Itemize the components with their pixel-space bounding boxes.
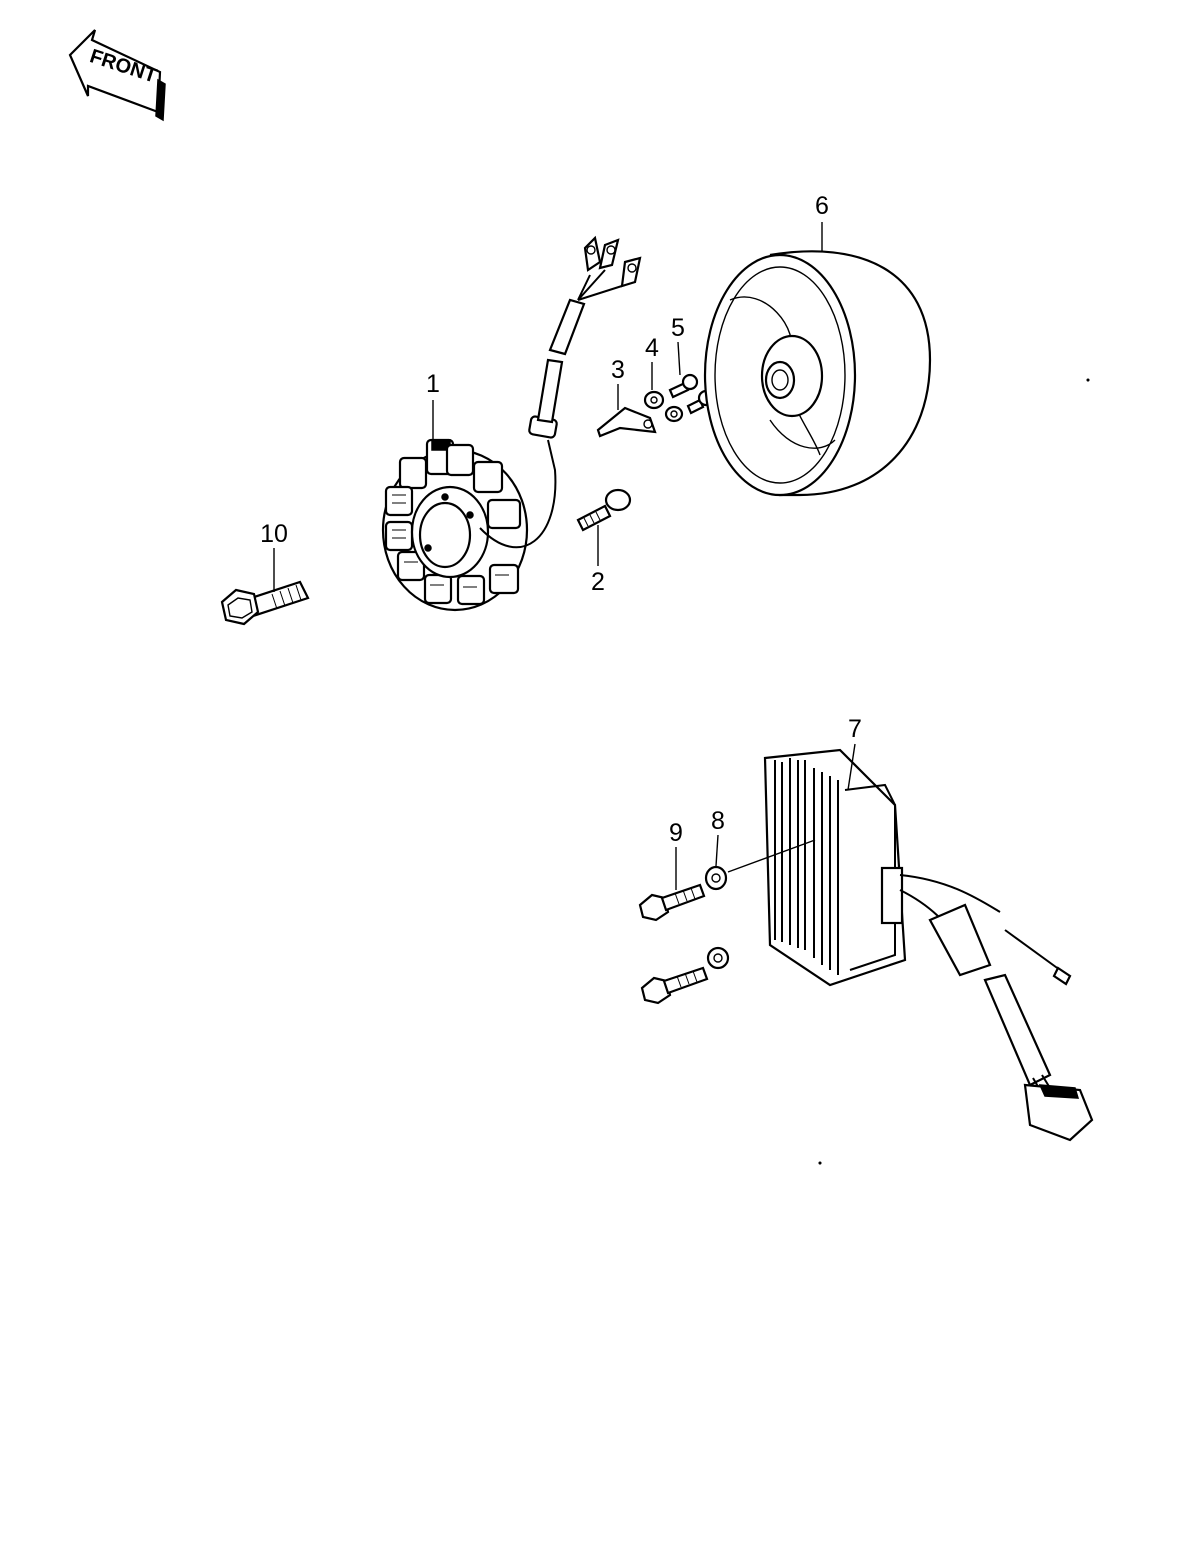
scan-specks <box>818 378 1090 1165</box>
callout-number: 6 <box>815 192 829 220</box>
washer-part-4 <box>643 390 684 423</box>
bolt-part-10 <box>220 580 310 626</box>
bolt-part-9 <box>638 883 730 1005</box>
callout-10: 10 <box>260 520 288 592</box>
callout-number: 4 <box>645 334 659 362</box>
callout-4: 4 <box>645 334 659 390</box>
stator-wire-harness <box>479 235 642 549</box>
callout-number: 10 <box>260 520 288 548</box>
callout-9: 9 <box>669 819 683 890</box>
callout-number: 3 <box>611 356 625 384</box>
callout-6: 6 <box>815 192 829 252</box>
callout-2: 2 <box>591 525 605 596</box>
callout-number: 1 <box>426 370 440 398</box>
callout-7: 7 <box>847 715 862 791</box>
callout-number: 8 <box>711 807 725 835</box>
callout-number: 2 <box>591 568 605 596</box>
washer-part-8 <box>704 839 816 891</box>
callout-number: 9 <box>669 819 683 847</box>
callout-number: 7 <box>848 715 862 743</box>
callout-3: 3 <box>611 356 625 410</box>
stator-part-1 <box>381 438 529 612</box>
bracket-part-3 <box>596 406 657 438</box>
callout-8: 8 <box>711 807 725 867</box>
callout-5: 5 <box>671 314 685 376</box>
callout-number: 5 <box>671 314 685 342</box>
regulator-part-7 <box>763 748 1094 1142</box>
rotor-part-6 <box>703 250 932 497</box>
front-arrow-badge: FRONT <box>68 29 166 122</box>
screw-part-2 <box>576 488 632 532</box>
callout-1: 1 <box>426 370 440 440</box>
